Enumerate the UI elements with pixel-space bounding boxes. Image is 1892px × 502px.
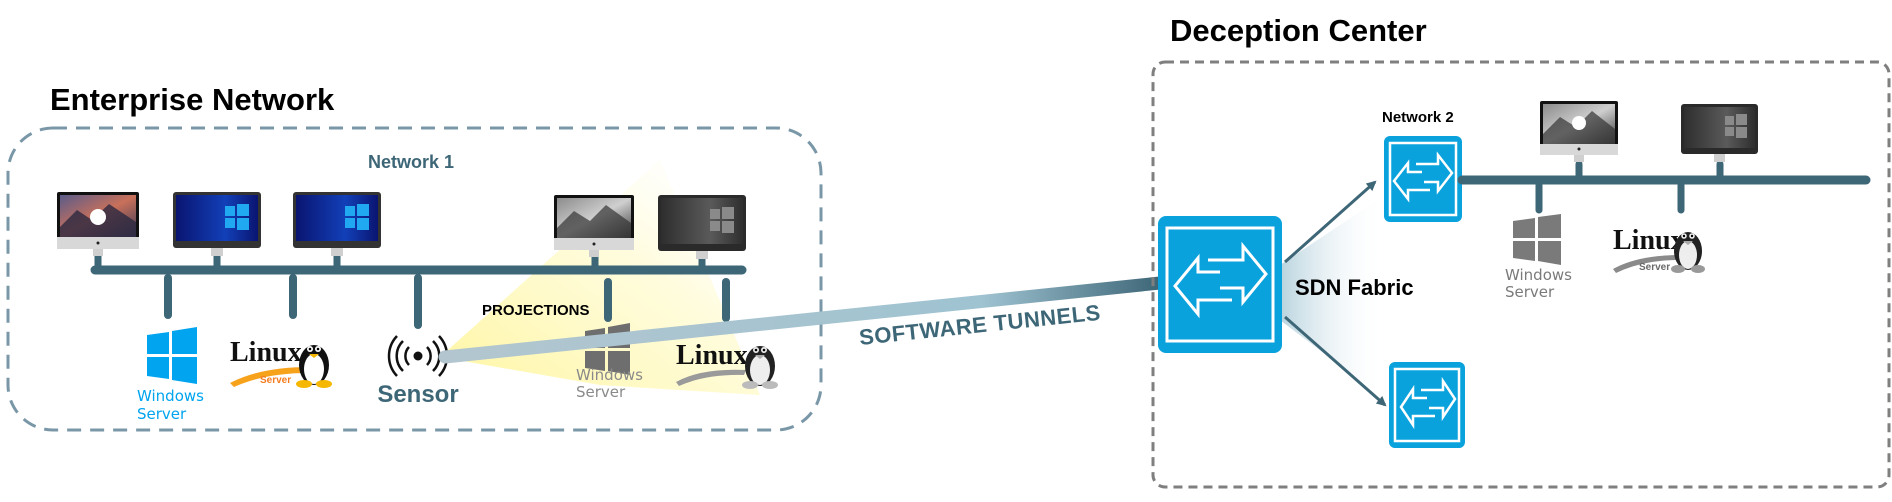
network-1-label: Network 1 xyxy=(368,152,454,172)
windows-server-label-line2: Server xyxy=(137,405,187,423)
sdn-main-switch[interactable] xyxy=(1158,216,1282,353)
decoy-linux-server[interactable]: Linux Server xyxy=(1613,225,1705,273)
windows-server-label-line1: Windows xyxy=(1505,266,1572,284)
projections-label: PROJECTIONS xyxy=(482,302,590,319)
decoy-imac-workstation[interactable] xyxy=(1540,101,1618,162)
workstation-links xyxy=(94,252,706,274)
linux-swoosh xyxy=(230,367,310,387)
network-2-label: Network 2 xyxy=(1382,109,1454,126)
wireless-sensor-icon xyxy=(387,335,449,377)
linux-wordmark: Linux xyxy=(1613,225,1685,256)
linux-server-sublabel: Server xyxy=(260,375,291,386)
sensor-label: Sensor xyxy=(377,381,458,408)
sdn-fabric-shading xyxy=(1280,195,1385,400)
network-2-switch[interactable] xyxy=(1384,136,1462,222)
windows-workstation[interactable] xyxy=(293,192,381,256)
bidirectional-arrows-icon xyxy=(1173,241,1268,319)
windows-server-label-line1: Windows xyxy=(137,387,204,405)
lower-switch[interactable] xyxy=(1389,362,1465,448)
windows-logo-icon xyxy=(147,327,197,384)
windows-server-label-line1: Windows xyxy=(576,366,643,384)
windows-logo-icon xyxy=(1513,214,1561,265)
imac-workstation[interactable] xyxy=(57,192,139,256)
linux-server[interactable]: Linux Server xyxy=(230,337,332,388)
enterprise-network-title: Enterprise Network xyxy=(50,82,335,117)
linux-wordmark: Linux xyxy=(676,340,748,371)
network-2-links xyxy=(1535,160,1724,214)
fabric-link-down xyxy=(1284,315,1387,407)
linux-swoosh xyxy=(1613,255,1681,273)
tux-penguin-icon xyxy=(1671,232,1705,273)
sensor[interactable]: Sensor xyxy=(377,335,459,408)
sdn-fabric-label: SDN Fabric xyxy=(1295,275,1414,300)
deception-center-boundary xyxy=(1151,60,1891,489)
decoy-windows-workstation[interactable] xyxy=(1681,104,1758,162)
deception-center-title: Deception Center xyxy=(1170,13,1427,48)
linux-wordmark: Linux xyxy=(230,337,302,368)
server-links xyxy=(164,274,730,329)
linux-swoosh xyxy=(676,369,746,386)
windows-server[interactable]: Windows Server xyxy=(137,327,204,423)
bidirectional-arrows-icon xyxy=(1399,376,1457,430)
projected-linux-server[interactable]: Linux xyxy=(676,340,778,389)
bidirectional-arrows-icon xyxy=(1392,151,1454,203)
software-tunnel xyxy=(438,276,1167,364)
projected-imac-workstation[interactable] xyxy=(554,195,634,257)
projected-windows-workstation[interactable] xyxy=(658,195,746,259)
windows-server-label-line2: Server xyxy=(1505,283,1555,301)
linux-server-sublabel: Server xyxy=(1639,262,1670,273)
tux-penguin-icon xyxy=(742,346,778,389)
windows-workstation[interactable] xyxy=(173,192,261,256)
fabric-link-up xyxy=(1284,180,1377,264)
decoy-windows-server[interactable]: Windows Server xyxy=(1505,214,1572,301)
tux-penguin-icon xyxy=(296,345,332,388)
windows-server-label-line2: Server xyxy=(576,383,626,401)
enterprise-network-boundary xyxy=(6,126,823,432)
